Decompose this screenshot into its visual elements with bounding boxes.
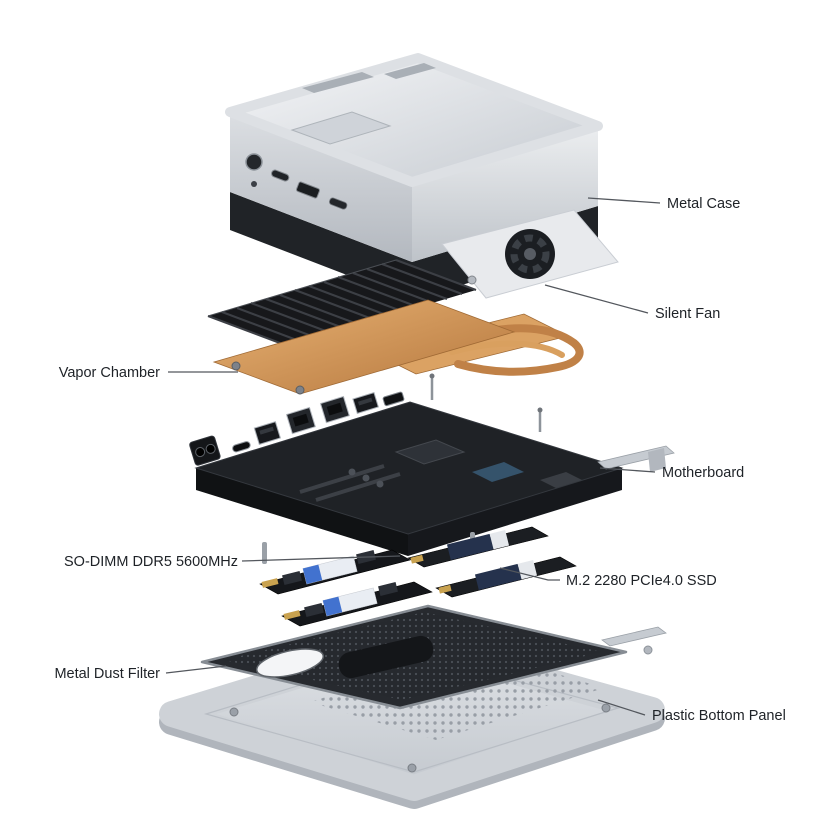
ram-gold-pins — [283, 610, 301, 620]
panel-screw-hole — [407, 763, 417, 773]
power-button — [245, 153, 263, 171]
filter-solid-patch — [338, 635, 434, 679]
label-vapor-chamber: Vapor Chamber — [59, 365, 160, 381]
motherboard — [189, 373, 675, 564]
ssd-gold-key — [410, 554, 424, 564]
panel-screw-hole — [601, 703, 611, 713]
leader-line-bottom-panel — [597, 699, 646, 716]
antenna-tip — [429, 373, 435, 379]
copper-plate — [212, 299, 516, 395]
filter-bracket — [601, 626, 667, 647]
rear-usb-a-port — [352, 391, 379, 415]
callout-motherboard: Motherboard — [599, 465, 744, 481]
capacitor — [362, 474, 370, 482]
callout-silent-fan: Silent Fan — [544, 284, 720, 322]
leader-line-dust-filter — [165, 665, 227, 674]
callout-dust-filter: Metal Dust Filter — [54, 665, 227, 682]
standoff-post — [262, 542, 267, 564]
mounting-tab — [648, 448, 666, 472]
ram-chip — [282, 570, 302, 586]
ssd-gold-key — [438, 584, 452, 594]
fin-block — [208, 260, 476, 346]
fin-lines — [207, 258, 477, 348]
ram-chip — [304, 602, 324, 618]
ram-chip — [378, 581, 398, 597]
rear-usb-a-port — [253, 421, 281, 446]
ram-slots — [299, 464, 401, 502]
capacitor — [348, 468, 356, 476]
front-audio-jack — [328, 197, 348, 210]
metal-case — [225, 53, 603, 300]
leader-line-motherboard — [599, 467, 656, 473]
label-motherboard: Motherboard — [662, 465, 744, 481]
so-dimm-modules — [259, 549, 433, 627]
callout-metal-case: Metal Case — [587, 196, 740, 212]
pcb-top — [194, 401, 624, 535]
leader-line-m2-ssd — [499, 567, 560, 581]
callout-vapor-chamber: Vapor Chamber — [59, 365, 238, 381]
fin-top-edge — [207, 259, 397, 317]
hdmi-port — [382, 391, 405, 407]
cpu-block — [394, 439, 466, 465]
rear-usb-c-port — [232, 441, 251, 453]
callout-m2-ssd: M.2 2280 PCIe4.0 SSD — [499, 567, 717, 589]
label-dust-filter: Metal Dust Filter — [54, 666, 160, 682]
case-left-face — [230, 112, 412, 262]
plate-screw — [295, 385, 305, 395]
ethernet-port — [319, 395, 350, 424]
vapor-chamber — [212, 299, 584, 395]
ram-label-sticker — [322, 587, 378, 617]
silent-fan — [441, 209, 619, 299]
label-silent-fan: Silent Fan — [655, 306, 720, 322]
case-top-recess — [290, 111, 392, 145]
callouts: Metal Case Silent Fan Vapor Chamber Moth… — [54, 196, 785, 724]
metal-dust-filter — [200, 604, 667, 710]
leader-line-so-dimm — [241, 555, 401, 562]
case-right-face — [412, 126, 598, 262]
pcb-right-edge — [408, 468, 622, 556]
ssd-label-sticker — [446, 529, 510, 561]
ethernet-port — [285, 406, 316, 435]
callout-bottom-panel: Plastic Bottom Panel — [597, 699, 786, 724]
fan-screw — [467, 275, 477, 285]
m2-ssd-modules — [407, 526, 577, 598]
callout-so-dimm: SO-DIMM DDR5 5600MHz — [64, 554, 401, 570]
heat-pipe — [454, 324, 584, 376]
rear-power-port — [189, 435, 221, 466]
leader-line-metal-case — [587, 197, 661, 204]
front-usb-c-port — [271, 169, 290, 182]
heatsink-fins — [207, 258, 477, 348]
ram-gold-pins — [261, 578, 279, 588]
filter-oval-cutout — [256, 648, 324, 678]
fan-blades — [510, 234, 550, 274]
panel-screw-hole — [229, 707, 239, 717]
label-bottom-panel: Plastic Bottom Panel — [652, 708, 786, 724]
heat-pipe — [449, 340, 565, 358]
power-led-hole — [251, 181, 257, 187]
case-vent-slot — [384, 63, 436, 79]
fan-hub — [524, 248, 536, 260]
case-vent-slot — [302, 72, 374, 93]
front-usb-a-port — [296, 181, 320, 199]
label-metal-case: Metal Case — [667, 196, 740, 212]
wifi-module — [540, 472, 582, 488]
label-so-dimm: SO-DIMM DDR5 5600MHz — [64, 554, 238, 570]
antenna-tip — [537, 407, 543, 413]
ram-label-sticker — [302, 555, 358, 585]
label-m2-ssd: M.2 2280 PCIe4.0 SSD — [566, 573, 717, 589]
pcb-left-edge — [196, 468, 408, 556]
chipset — [472, 462, 524, 482]
filter-screw — [643, 645, 653, 655]
leader-line-silent-fan — [544, 284, 649, 314]
capacitor — [376, 480, 384, 488]
plate-screw — [231, 361, 241, 371]
